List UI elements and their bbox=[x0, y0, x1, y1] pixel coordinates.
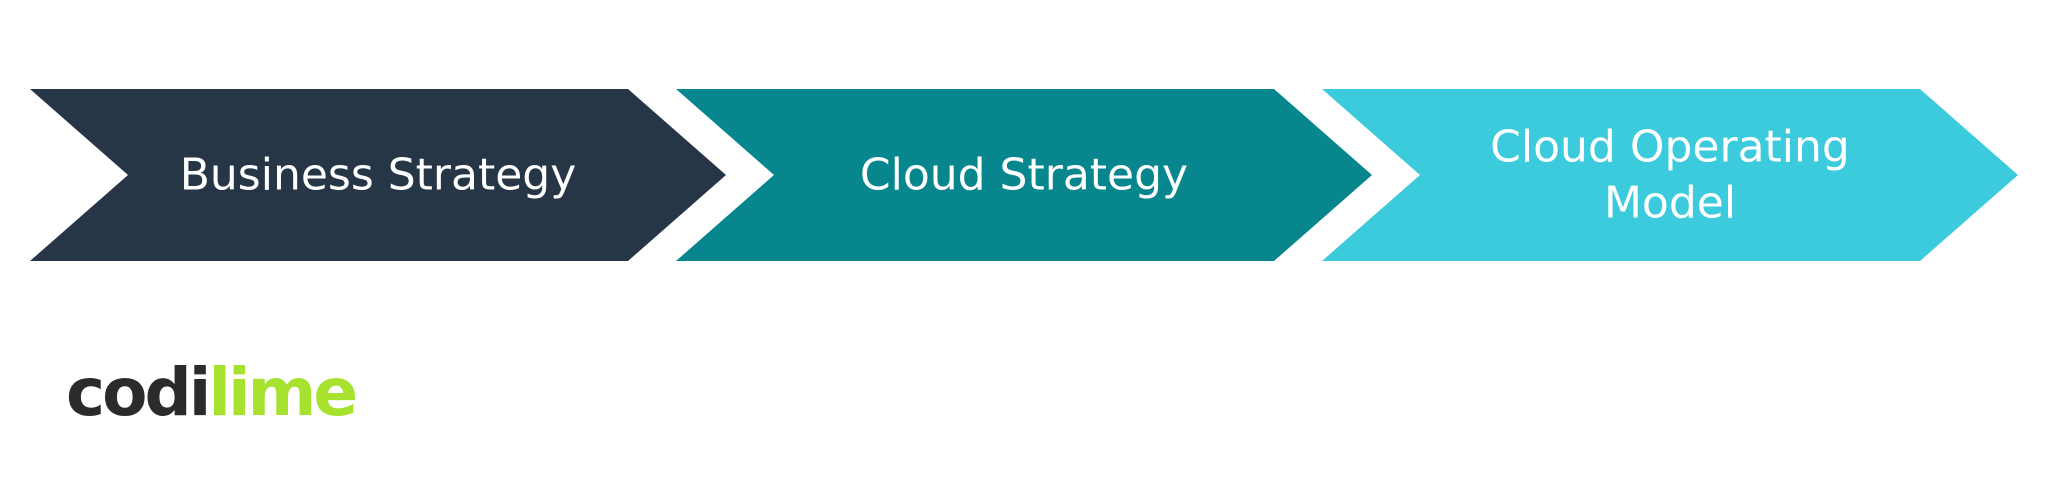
process-step-2 bbox=[676, 89, 1372, 261]
process-step-1-label: Business Strategy bbox=[180, 150, 577, 201]
process-step-1 bbox=[30, 89, 726, 261]
process-step-2-label: Cloud Strategy bbox=[860, 150, 1188, 201]
process-step-3-label: Cloud Operating bbox=[1490, 122, 1850, 173]
process-step-3-label: Model bbox=[1604, 178, 1736, 229]
logo-text-codi: codi bbox=[66, 354, 211, 431]
logo-text-lime: lime bbox=[208, 354, 358, 431]
process-step-3 bbox=[1322, 89, 2018, 261]
